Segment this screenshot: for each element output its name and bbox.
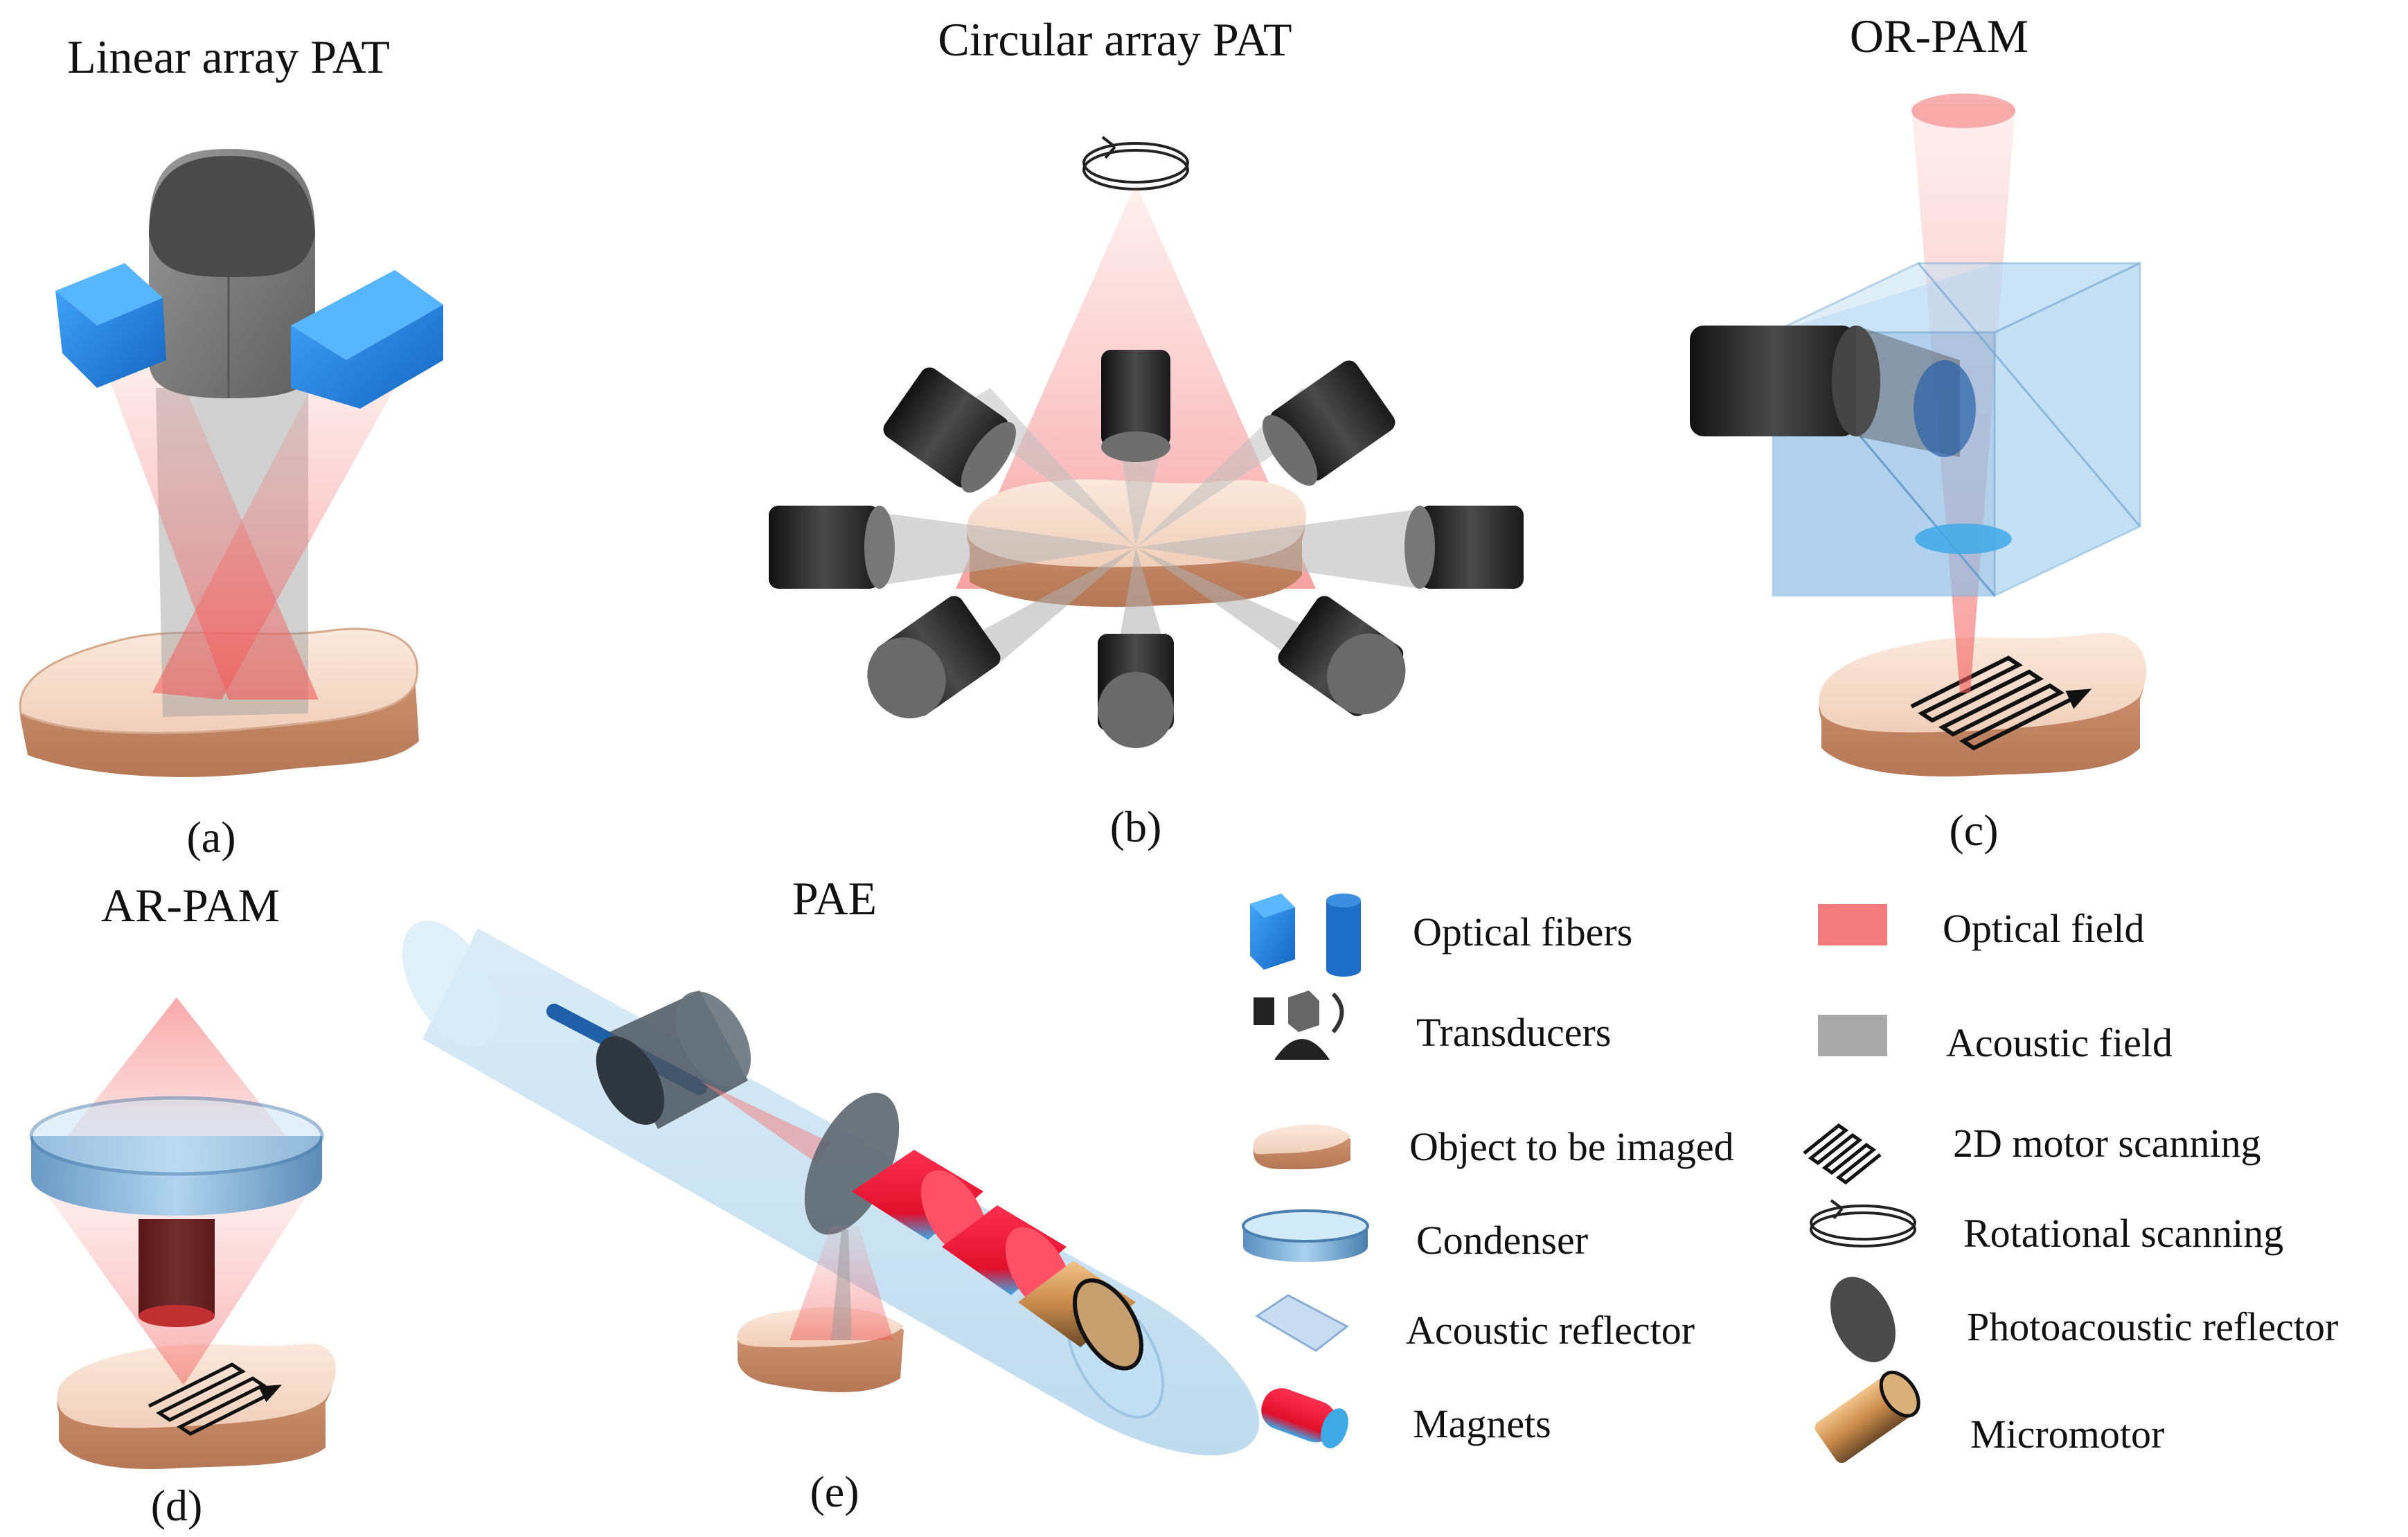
legend-rotational-scanning: Rotational scanning (1963, 1211, 2283, 1256)
transducer-right-b (1404, 506, 1524, 589)
legend-motor-scanning: 2D motor scanning (1953, 1121, 2261, 1166)
legend-object: Object to be imaged (1409, 1124, 1734, 1169)
legend-transducers: Transducers (1416, 1010, 1611, 1055)
legend-micromotor: Micromotor (1970, 1412, 2164, 1457)
linear-transducer (149, 149, 315, 398)
beam-top-c (1911, 94, 2015, 128)
optical-beam-e-internal (699, 1081, 831, 1164)
transducer-top-right-b (1263, 360, 1395, 486)
condenser-icon (1242, 1209, 1369, 1262)
panel-c-label: (c) (1949, 806, 1998, 855)
optical-fiber-right-a (291, 270, 443, 409)
panel-d-label: (d) (151, 1481, 203, 1530)
panel-a-label: (a) (186, 812, 235, 862)
panel-b-title: Circular array PAT (938, 13, 1292, 66)
micromotor-icon (1814, 1370, 1920, 1464)
transducer-bottom-left-b (867, 596, 1001, 719)
condenser-ring-d (29, 1096, 324, 1216)
panel-e-title: PAE (792, 872, 877, 925)
legend-acoustic-field: Acoustic field (1946, 1020, 2173, 1065)
tissue-c (1819, 632, 2147, 776)
panel-c: OR-PAM (c) (1690, 10, 2147, 855)
transducer-d (139, 1219, 215, 1327)
transducer-bottom-right-b (1278, 596, 1406, 716)
micromotor-e (1018, 1261, 1144, 1371)
legend-optical-fibers: Optical fibers (1413, 909, 1632, 954)
legend-acoustic-reflector: Acoustic reflector (1406, 1308, 1695, 1353)
focus-lens-c (1914, 360, 1976, 457)
scan-path-c (1910, 655, 2092, 751)
optical-fiber-left-a (55, 263, 166, 388)
acoustic-beam-e-down (831, 1229, 852, 1340)
transducer-e (596, 990, 751, 1129)
optical-beam-a2 (152, 360, 395, 700)
panel-e: PAE (402, 872, 1260, 1516)
panel-b: Circular array PAT (769, 13, 1524, 851)
panel-b-label: (b) (1110, 802, 1162, 851)
transducer-left-b (769, 506, 895, 589)
transducers-icon (1254, 990, 1344, 1060)
rotation-arrow-b (1082, 136, 1189, 190)
panel-a: Linear array PAT (a) (19, 30, 443, 862)
object-icon (1253, 1124, 1350, 1170)
transducer-top-left-b (883, 367, 1016, 493)
motor-scanning-icon (1803, 1123, 1882, 1185)
panel-a-title: Linear array PAT (67, 30, 390, 83)
rotational-scanning-icon (1810, 1199, 1916, 1247)
objective-lens-c (1915, 524, 2012, 554)
legend-photoacoustic-reflector: Photoacoustic reflector (1967, 1304, 2338, 1349)
legend: Optical fibers Transducers Object to be … (1242, 894, 2338, 1464)
acoustic-reflector-icon (1255, 1294, 1349, 1352)
transducer-top-b (1101, 350, 1170, 462)
legend-magnets: Magnets (1413, 1401, 1551, 1446)
transducer-c (1690, 326, 1960, 457)
panel-c-title: OR-PAM (1850, 10, 2028, 62)
optical-field-icon (1818, 904, 1887, 945)
legend-optical-field: Optical field (1943, 906, 2145, 951)
panel-d: AR-PAM (d) (29, 879, 336, 1530)
optical-fibers-icon (1250, 894, 1361, 977)
legend-condenser: Condenser (1416, 1218, 1588, 1263)
photoacoustic-reflector-icon (1830, 1277, 1896, 1362)
scan-path-d (148, 1362, 283, 1436)
acoustic-fields-b (880, 388, 1420, 665)
transducer-bottom-b (1098, 634, 1174, 748)
panel-e-label: (e) (810, 1467, 859, 1516)
acoustic-field-icon (1818, 1015, 1887, 1056)
magnets-icon (1261, 1388, 1348, 1448)
panel-d-title: AR-PAM (101, 879, 280, 932)
